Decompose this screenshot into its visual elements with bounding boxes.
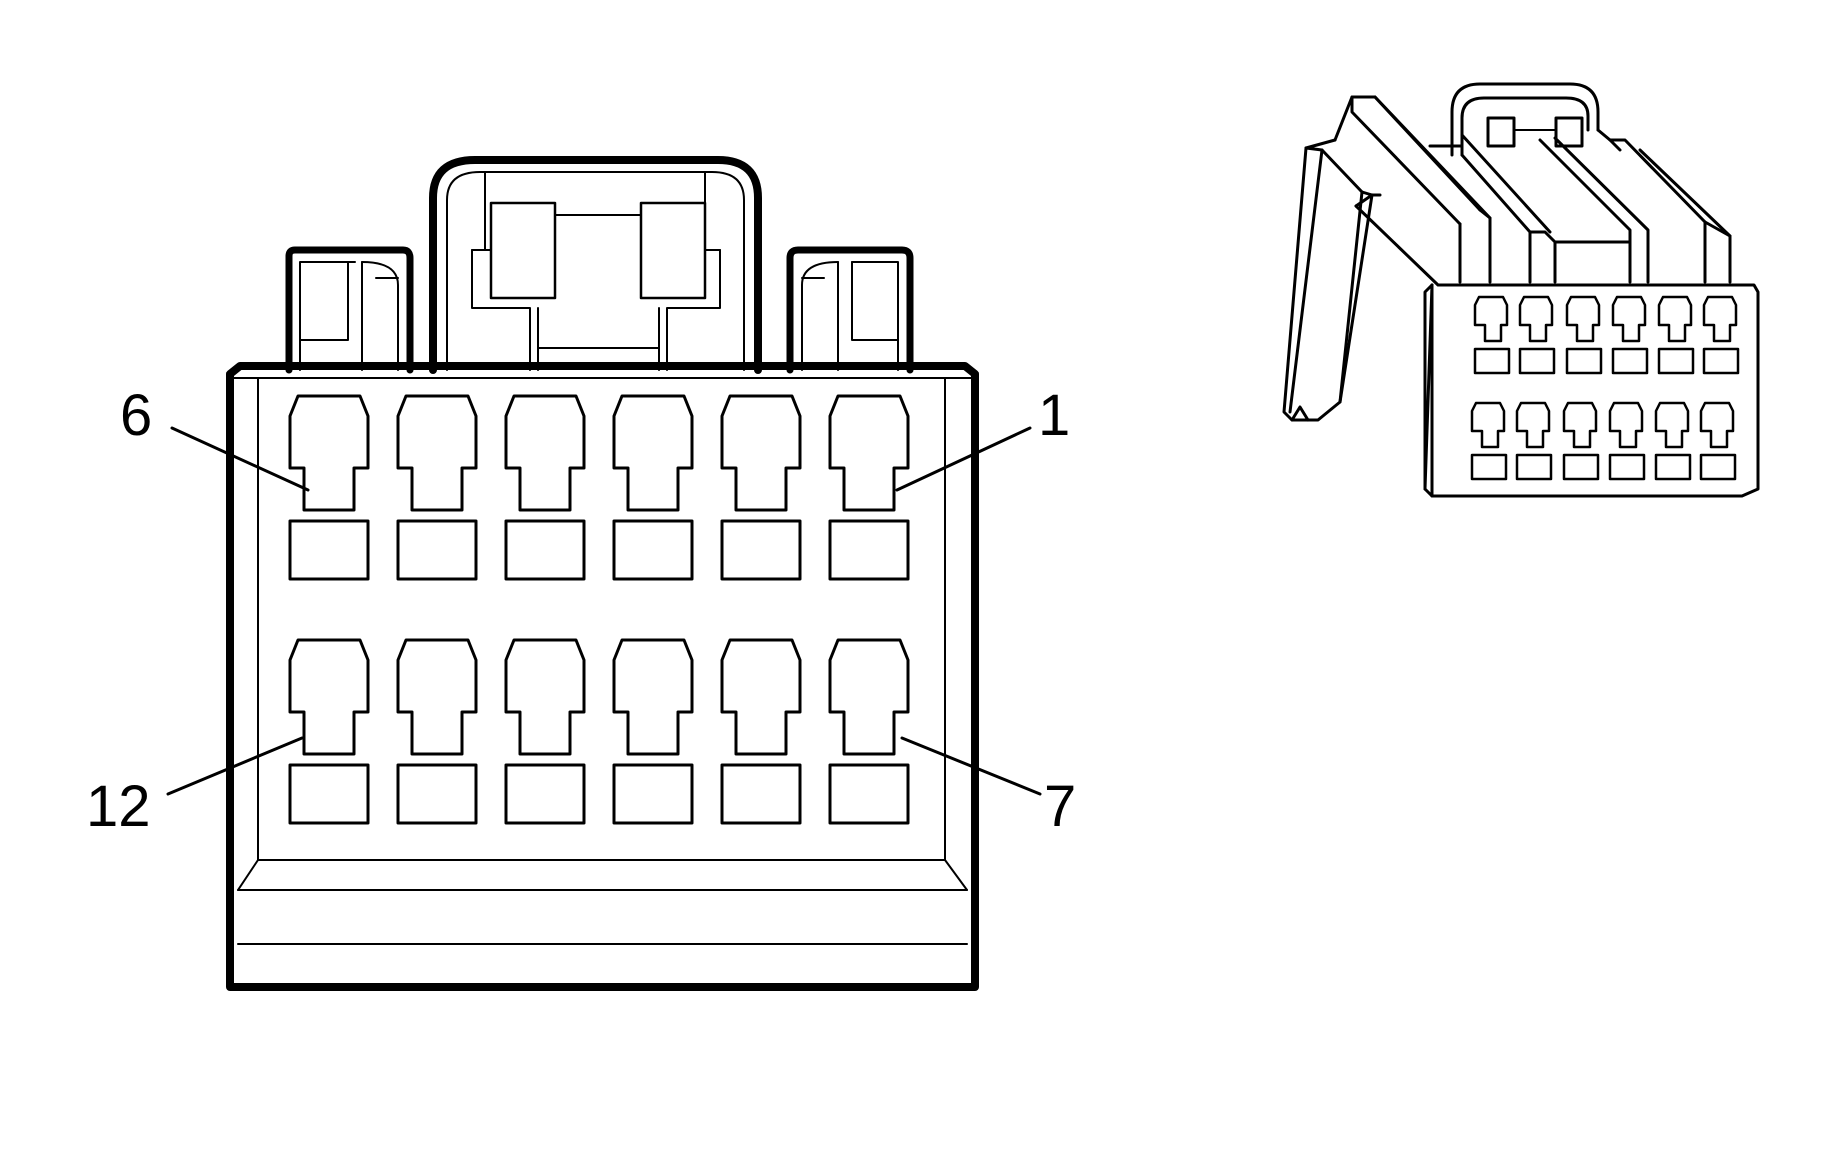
terminal-slot [288,638,370,756]
release-window [828,763,910,825]
release-window [288,763,370,825]
iso-release-window [1702,347,1740,375]
release-window [504,763,586,825]
iso-terminal-slot [1657,295,1693,343]
cavity-3 [612,394,694,581]
iso-cavity-5 [1657,295,1695,375]
iso-terminal-slot [1654,401,1690,449]
pin-7-label: 7 [1044,774,1076,839]
front-view-connector [166,156,1042,991]
terminal-slot [396,638,478,756]
release-window [396,763,478,825]
cavity-1 [828,394,910,581]
terminal-slot [720,638,802,756]
terminal-slot [396,394,478,512]
iso-view-connector [1282,82,1760,498]
terminal-slot [504,638,586,756]
iso-release-window [1562,453,1600,481]
housing-body [226,362,979,991]
release-window [612,519,694,581]
iso-cavity-6 [1702,295,1740,375]
cavity-12 [288,638,370,825]
cavity-6 [288,394,370,581]
pin-6-label: 6 [120,383,152,448]
iso-top-ridges [1333,95,1732,284]
iso-cavity-4 [1611,295,1649,375]
left-guide-post [285,246,414,374]
front-cavity-grid [288,394,910,825]
iso-release-window [1654,453,1692,481]
cavity-4 [504,394,586,581]
iso-side-wall [1282,138,1374,422]
iso-cavity-7 [1470,401,1508,481]
iso-cavity-12 [1699,401,1737,481]
cavity-5 [396,394,478,581]
cavity-11 [396,638,478,825]
release-window [504,519,586,581]
leader-line-pin-6 [170,426,310,492]
iso-terminal-slot [1473,295,1509,343]
iso-terminal-slot [1565,295,1601,343]
iso-terminal-slot [1699,401,1735,449]
pin-callouts: 6 1 12 7 [86,383,1076,839]
iso-terminal-slot [1470,401,1506,449]
leader-line-pin-7 [900,736,1042,796]
iso-release-window [1608,453,1646,481]
release-window [612,763,694,825]
release-window [396,519,478,581]
cavity-9 [612,638,694,825]
terminal-slot [828,638,910,756]
release-window [720,763,802,825]
iso-cavity-2 [1518,295,1556,375]
iso-terminal-slot [1611,295,1647,343]
release-window [288,519,370,581]
iso-release-window [1565,347,1603,375]
iso-terminal-slot [1702,295,1738,343]
iso-cavity-8 [1515,401,1553,481]
iso-locking-tab [1450,82,1600,157]
iso-front-face [1354,193,1760,498]
cavity-10 [504,638,586,825]
iso-release-window [1699,453,1737,481]
release-window [720,519,802,581]
iso-cavity-10 [1608,401,1646,481]
iso-release-window [1611,347,1649,375]
terminal-slot [828,394,910,512]
leader-line-pin-1 [895,426,1032,492]
cavity-8 [720,638,802,825]
iso-cavity-1 [1473,295,1511,375]
cavity-2 [720,394,802,581]
terminal-slot [612,394,694,512]
iso-release-window [1518,347,1556,375]
terminal-slot [612,638,694,756]
right-guide-post [786,246,914,374]
leader-line-pin-12 [166,736,304,796]
terminal-slot [504,394,586,512]
terminal-slot [288,394,370,512]
iso-terminal-slot [1608,401,1644,449]
iso-terminal-slot [1515,401,1551,449]
iso-release-window [1470,453,1508,481]
iso-release-window [1473,347,1511,375]
iso-cavity-grid [1470,295,1740,481]
locking-tab [429,156,762,374]
iso-terminal-slot [1518,295,1554,343]
iso-cavity-3 [1565,295,1603,375]
iso-release-window [1515,453,1553,481]
release-window [828,519,910,581]
cavity-7 [828,638,910,825]
pin-1-label: 1 [1038,383,1070,448]
pin-12-label: 12 [86,774,151,839]
leader-lines [166,426,1042,796]
iso-cavity-11 [1654,401,1692,481]
iso-release-window [1657,347,1695,375]
iso-terminal-slot [1562,401,1598,449]
terminal-slot [720,394,802,512]
iso-cavity-9 [1562,401,1600,481]
